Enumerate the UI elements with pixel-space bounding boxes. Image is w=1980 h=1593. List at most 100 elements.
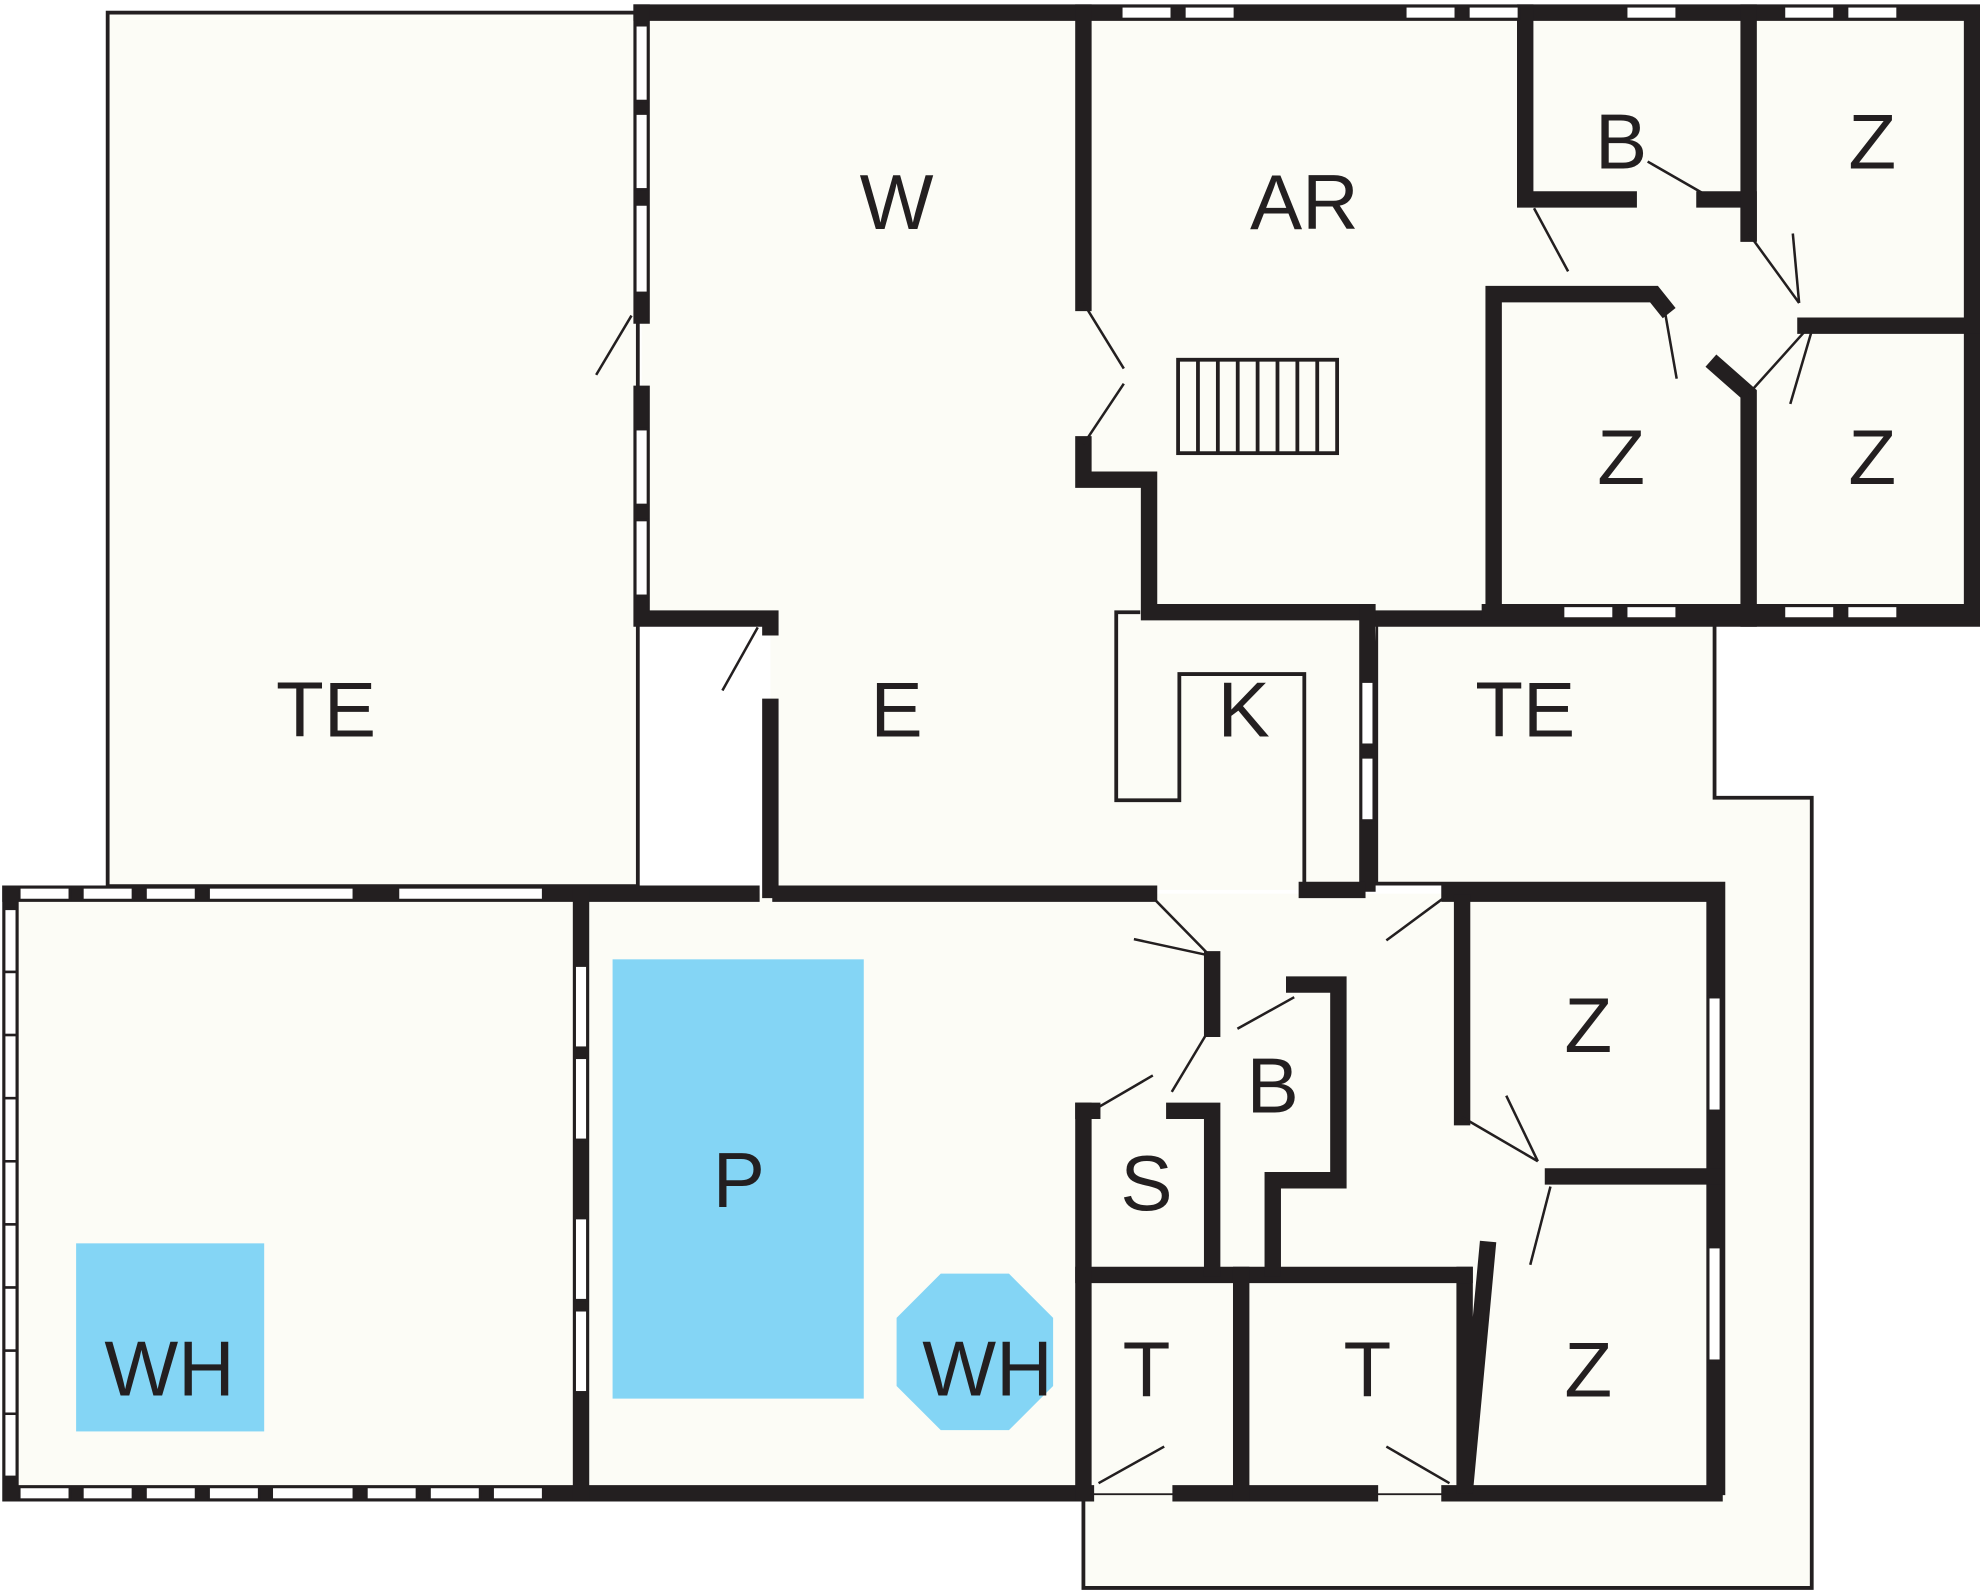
room-label-t-right: T — [1344, 1326, 1392, 1414]
whirlpool-left — [76, 1243, 265, 1432]
window — [2, 1412, 19, 1479]
window — [2, 970, 19, 1037]
room-label-z-low-top: Z — [1564, 981, 1612, 1069]
window — [1359, 680, 1375, 747]
door-swing — [1091, 1074, 1154, 1112]
terrace-right — [1081, 616, 1814, 1590]
window — [207, 1485, 261, 1501]
window — [2, 1033, 19, 1100]
room-label-te-right: TE — [1475, 665, 1575, 753]
door-swing — [1133, 937, 1210, 957]
window — [634, 203, 650, 295]
window — [491, 1485, 545, 1501]
window — [1782, 5, 1836, 21]
window — [1706, 1245, 1723, 1363]
door-swing — [1082, 383, 1125, 446]
wall — [1264, 976, 1347, 1277]
window — [634, 518, 650, 598]
wall — [1075, 436, 1366, 621]
door-swing — [1148, 892, 1211, 957]
window — [396, 886, 545, 902]
window — [81, 886, 135, 902]
windows — [2, 5, 1899, 1501]
room-label-z-mid-right: Z — [1848, 413, 1896, 501]
window — [2, 1223, 19, 1289]
room-label-wh-right: WH — [922, 1324, 1052, 1412]
door-swing — [1789, 330, 1813, 405]
wall — [1485, 285, 1676, 615]
room-label-e: E — [870, 665, 922, 753]
door-swing — [1236, 996, 1295, 1030]
window — [18, 886, 72, 902]
window — [365, 1485, 419, 1501]
window — [2, 1096, 19, 1163]
window — [1183, 5, 1237, 21]
window — [1845, 604, 1899, 620]
window — [2, 1160, 19, 1226]
kitchen-counter — [1114, 610, 1307, 890]
window — [634, 112, 650, 191]
lower-floor — [10, 893, 1721, 1494]
window — [1782, 604, 1836, 620]
room-label-t-left: T — [1123, 1326, 1171, 1414]
door-swing — [1505, 1095, 1539, 1162]
window — [2, 907, 19, 974]
window — [144, 1485, 198, 1501]
window — [573, 964, 589, 1049]
room-label-wh-left: WH — [104, 1324, 234, 1412]
window — [1120, 5, 1174, 21]
window — [207, 886, 356, 902]
door-swing — [1529, 1186, 1552, 1266]
window — [1845, 5, 1899, 21]
room-label-te-left: TE — [276, 665, 376, 753]
stairs — [1176, 357, 1340, 456]
door-swing — [1082, 302, 1125, 370]
window — [573, 1308, 589, 1394]
window — [1624, 604, 1678, 620]
window — [1404, 5, 1458, 21]
wall — [1441, 885, 1723, 1502]
window — [634, 427, 650, 507]
door-swing — [1385, 892, 1451, 942]
door-swing — [1747, 329, 1807, 395]
door-swing — [1647, 160, 1708, 197]
window — [81, 1485, 135, 1501]
room-label-z-top-right: Z — [1848, 97, 1896, 185]
door-swing — [595, 314, 633, 376]
window — [270, 1485, 356, 1501]
window — [1467, 5, 1521, 21]
window — [573, 1056, 589, 1142]
room-label-b-bottom: B — [1247, 1042, 1299, 1130]
wall — [1517, 4, 1637, 208]
whirlpool-right — [896, 1273, 1054, 1431]
window — [1624, 5, 1678, 21]
room-label-s: S — [1120, 1139, 1172, 1227]
room-label-k: K — [1218, 665, 1270, 753]
window — [634, 23, 650, 103]
door-swing — [1461, 1116, 1539, 1163]
wall — [1456, 1240, 1497, 1495]
door-swing — [1532, 207, 1570, 272]
window — [573, 1216, 589, 1302]
window — [144, 886, 198, 902]
room-label-z-low-bottom: Z — [1564, 1326, 1612, 1414]
door-swing — [1747, 232, 1801, 304]
window — [1561, 604, 1615, 620]
window — [428, 1485, 482, 1501]
room-label-z-mid-left: Z — [1597, 413, 1645, 501]
door-swing — [721, 626, 759, 692]
door-swing — [1791, 233, 1801, 304]
doors — [595, 160, 1813, 1485]
door-swing — [1097, 1445, 1165, 1485]
window — [18, 1485, 72, 1501]
window — [2, 1349, 19, 1416]
window — [1706, 995, 1723, 1113]
room-label-w: W — [860, 158, 934, 246]
pool — [612, 959, 864, 1399]
window — [1359, 756, 1375, 822]
room-label-p: P — [713, 1136, 765, 1224]
wall — [1166, 1102, 1221, 1277]
door-swing — [1662, 306, 1678, 379]
door-swing — [1385, 1445, 1451, 1485]
